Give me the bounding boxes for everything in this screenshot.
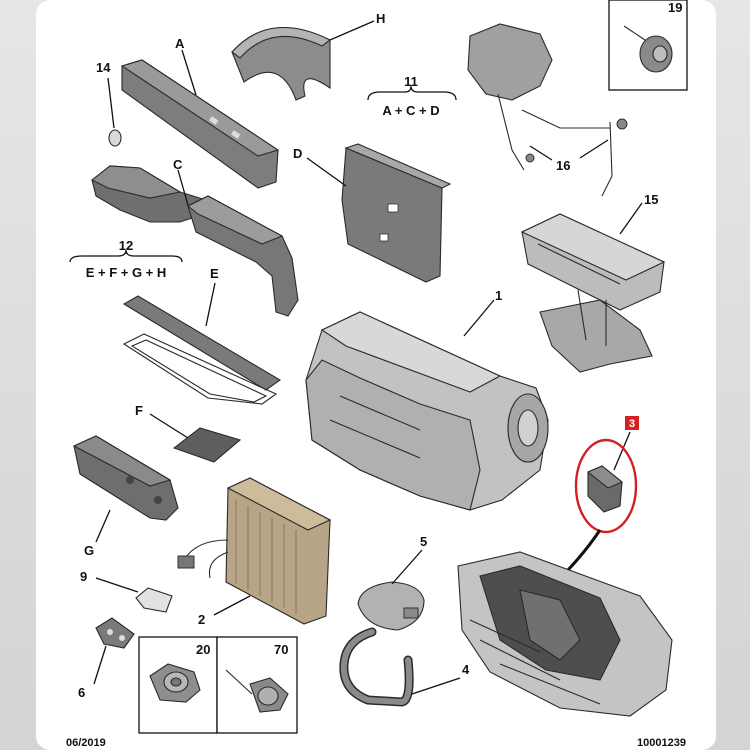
- part-h-band: [231, 27, 332, 101]
- part-4-hose: [339, 627, 414, 707]
- brace-group-12: [69, 249, 183, 263]
- label-2: 2: [198, 612, 205, 627]
- part-2-evaporator: [177, 477, 332, 625]
- label-19: 19: [668, 0, 682, 15]
- label-70: 70: [274, 642, 288, 657]
- label-15: 15: [644, 192, 658, 207]
- part-16-linkage: [467, 23, 628, 197]
- brace-group-11: [367, 85, 457, 101]
- label-14: 14: [96, 60, 111, 75]
- highlight-circle-3: [574, 438, 638, 534]
- footer-date: 06/2019: [66, 737, 106, 749]
- part-6-connector: [95, 617, 135, 649]
- part-9-gasket: [135, 587, 173, 613]
- part-14-grommet: [108, 129, 122, 147]
- label-4: 4: [462, 662, 470, 677]
- part-a-strip: [120, 59, 280, 189]
- callout-line-9: [95, 577, 139, 593]
- footer-reference: 10001239: [637, 737, 686, 749]
- callout-line-d: [306, 157, 347, 187]
- label-h: H: [376, 11, 385, 26]
- formula-group-12: E + F + G + H: [86, 265, 167, 280]
- callout-line-6: [93, 645, 107, 685]
- part-c-plate: [90, 165, 207, 223]
- label-d: D: [293, 146, 302, 161]
- callout-line-14: [107, 77, 115, 129]
- callout-line-16b: [579, 139, 609, 159]
- part-70-screw: [225, 669, 289, 713]
- label-1: 1: [495, 288, 502, 303]
- part-d-panel: [341, 143, 452, 283]
- callout-line-a: [181, 49, 197, 96]
- callout-line-1: [463, 299, 495, 337]
- part-19-clip: [623, 25, 673, 73]
- part-e-seal: [122, 295, 282, 405]
- label-6: 6: [78, 685, 85, 700]
- callout-line-g: [95, 509, 111, 543]
- part-15-housing: [520, 213, 666, 373]
- part-f-pad: [172, 427, 242, 463]
- formula-group-11: A + C + D: [382, 103, 439, 118]
- part-lower-assembly: [457, 551, 673, 717]
- part-1-main-housing: [305, 311, 549, 511]
- callout-line-2: [213, 595, 251, 616]
- callout-line-f: [149, 413, 189, 439]
- label-e: E: [210, 266, 219, 281]
- callout-line-4: [411, 677, 461, 695]
- callout-line-5: [391, 549, 423, 585]
- part-3-actuator: [586, 465, 624, 513]
- label-16: 16: [556, 158, 570, 173]
- part-20-plug: [149, 663, 201, 703]
- callout-line-3: [613, 431, 631, 471]
- part-g-cover: [72, 435, 179, 521]
- label-c: C: [173, 157, 183, 172]
- callout-line-e: [205, 282, 216, 327]
- label-group-11: 11: [404, 74, 418, 89]
- callout-line-h: [329, 20, 375, 41]
- label-3-badge: [625, 416, 639, 430]
- part-5-cover: [357, 581, 425, 631]
- label-9: 9: [80, 569, 87, 584]
- label-20: 20: [196, 642, 210, 657]
- callout-line-c: [177, 169, 191, 213]
- label-a: A: [175, 36, 185, 51]
- callout-line-15: [619, 202, 643, 235]
- callout-line-16a: [529, 145, 553, 161]
- part-housing-side: [186, 195, 299, 317]
- label-3: 3: [629, 418, 635, 430]
- label-f: F: [135, 403, 143, 418]
- label-group-12: 12: [119, 238, 133, 253]
- label-g: G: [84, 543, 94, 558]
- label-5: 5: [420, 534, 427, 549]
